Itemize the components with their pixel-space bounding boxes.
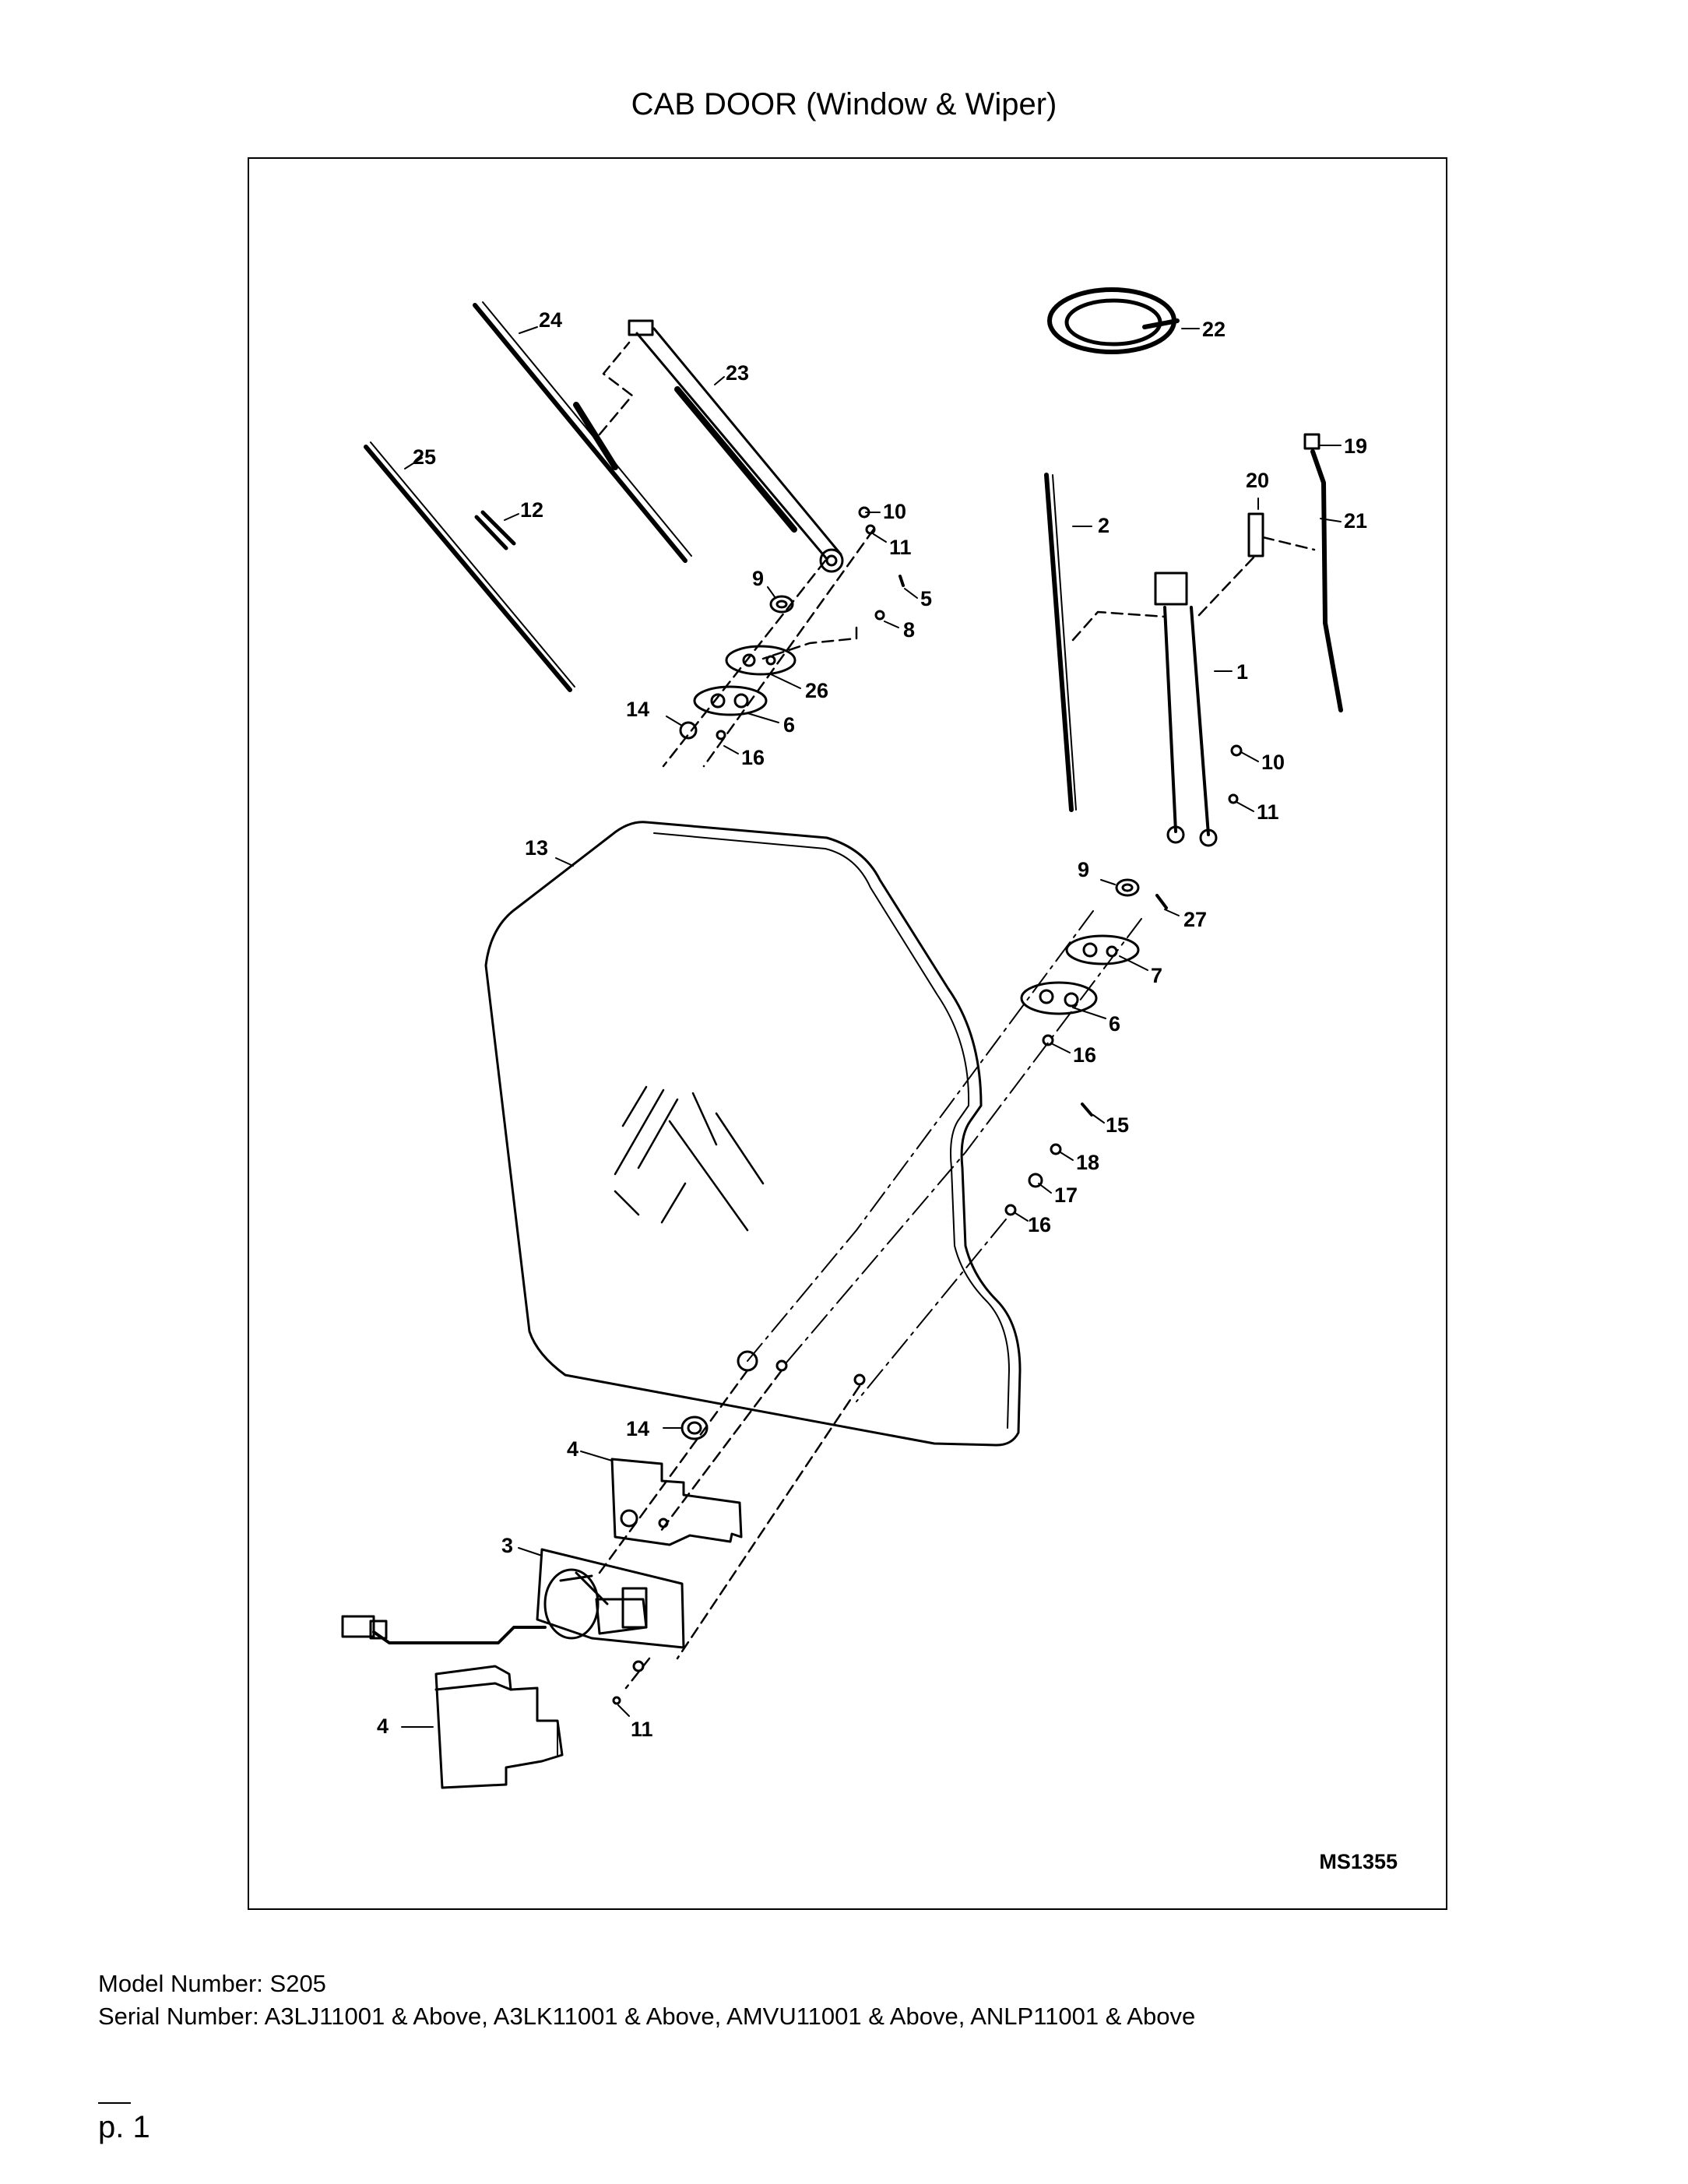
parts-19-20-21 <box>1247 433 1343 712</box>
callout-16c: 16 <box>1028 1213 1051 1236</box>
page-title: CAB DOOR (Window & Wiper) <box>631 87 1057 121</box>
callout-23: 23 <box>726 361 749 385</box>
callout-15: 15 <box>1106 1113 1129 1137</box>
callout-9b: 9 <box>1078 858 1089 881</box>
seal-coil-part <box>1047 287 1180 354</box>
wiper-blade-24 <box>473 301 692 563</box>
callout-10b: 10 <box>1261 751 1285 774</box>
callout-25: 25 <box>413 445 436 469</box>
page-number: p. 1 <box>98 2110 150 2144</box>
exploded-parts-diagram: 24 23 22 25 12 19 20 21 2 10 11 9 5 8 26… <box>341 287 1367 1789</box>
wiper-arm-1 <box>1154 571 1218 847</box>
wiper-blade-2 <box>1044 473 1077 812</box>
cover-4-lower <box>434 1665 564 1789</box>
callout-16b: 16 <box>1073 1043 1096 1067</box>
callout-5: 5 <box>920 587 932 610</box>
wiper-motor-3 <box>341 1548 685 1649</box>
diagram-frame <box>248 157 1447 1910</box>
callout-18: 18 <box>1076 1151 1099 1174</box>
callout-11a: 11 <box>889 536 912 559</box>
callout-21: 21 <box>1344 509 1367 533</box>
figure-reference-code: MS1355 <box>1319 1850 1398 1873</box>
right-hub-fasteners <box>1004 744 1243 1216</box>
callout-10a: 10 <box>883 500 906 523</box>
pane-bushings <box>680 1350 866 1440</box>
glass-pane-13 <box>484 821 1022 1447</box>
callout-20: 20 <box>1246 469 1269 492</box>
callout-11c: 11 <box>631 1718 653 1741</box>
callout-6b: 6 <box>1109 1012 1120 1036</box>
wiper-blade-25 <box>364 441 575 692</box>
callout-14b: 14 <box>626 1417 649 1440</box>
callout-4b: 4 <box>377 1714 389 1738</box>
callout-12: 12 <box>520 498 543 522</box>
model-number: Model Number: S205 <box>98 1970 326 1997</box>
callout-22: 22 <box>1202 318 1226 341</box>
leader-lines <box>401 326 1342 1728</box>
bracket-4-upper <box>610 1458 743 1546</box>
callout-16a: 16 <box>741 746 765 769</box>
callout-3: 3 <box>501 1534 513 1557</box>
callout-17: 17 <box>1054 1183 1078 1207</box>
callout-13: 13 <box>525 836 548 860</box>
callout-26: 26 <box>805 679 828 702</box>
serial-number: Serial Number: A3LJ11001 & Above, A3LK11… <box>98 2003 1196 2030</box>
callout-11b: 11 <box>1257 800 1279 824</box>
page-rule <box>98 2102 131 2104</box>
callout-1: 1 <box>1236 660 1248 684</box>
callout-4a: 4 <box>567 1437 578 1461</box>
wiper-arm-23 <box>628 319 844 573</box>
callout-9a: 9 <box>752 567 764 590</box>
callout-8: 8 <box>903 618 915 642</box>
left-hub-fasteners <box>679 506 905 740</box>
callout-7: 7 <box>1151 964 1162 987</box>
callout-27: 27 <box>1183 908 1207 931</box>
callout-14a: 14 <box>626 698 649 721</box>
connector-12 <box>474 510 516 550</box>
callout-6a: 6 <box>783 713 795 737</box>
callout-2: 2 <box>1098 514 1110 537</box>
callout-24: 24 <box>539 308 562 332</box>
callout-19: 19 <box>1344 434 1367 458</box>
motor-fasteners <box>612 1660 645 1705</box>
